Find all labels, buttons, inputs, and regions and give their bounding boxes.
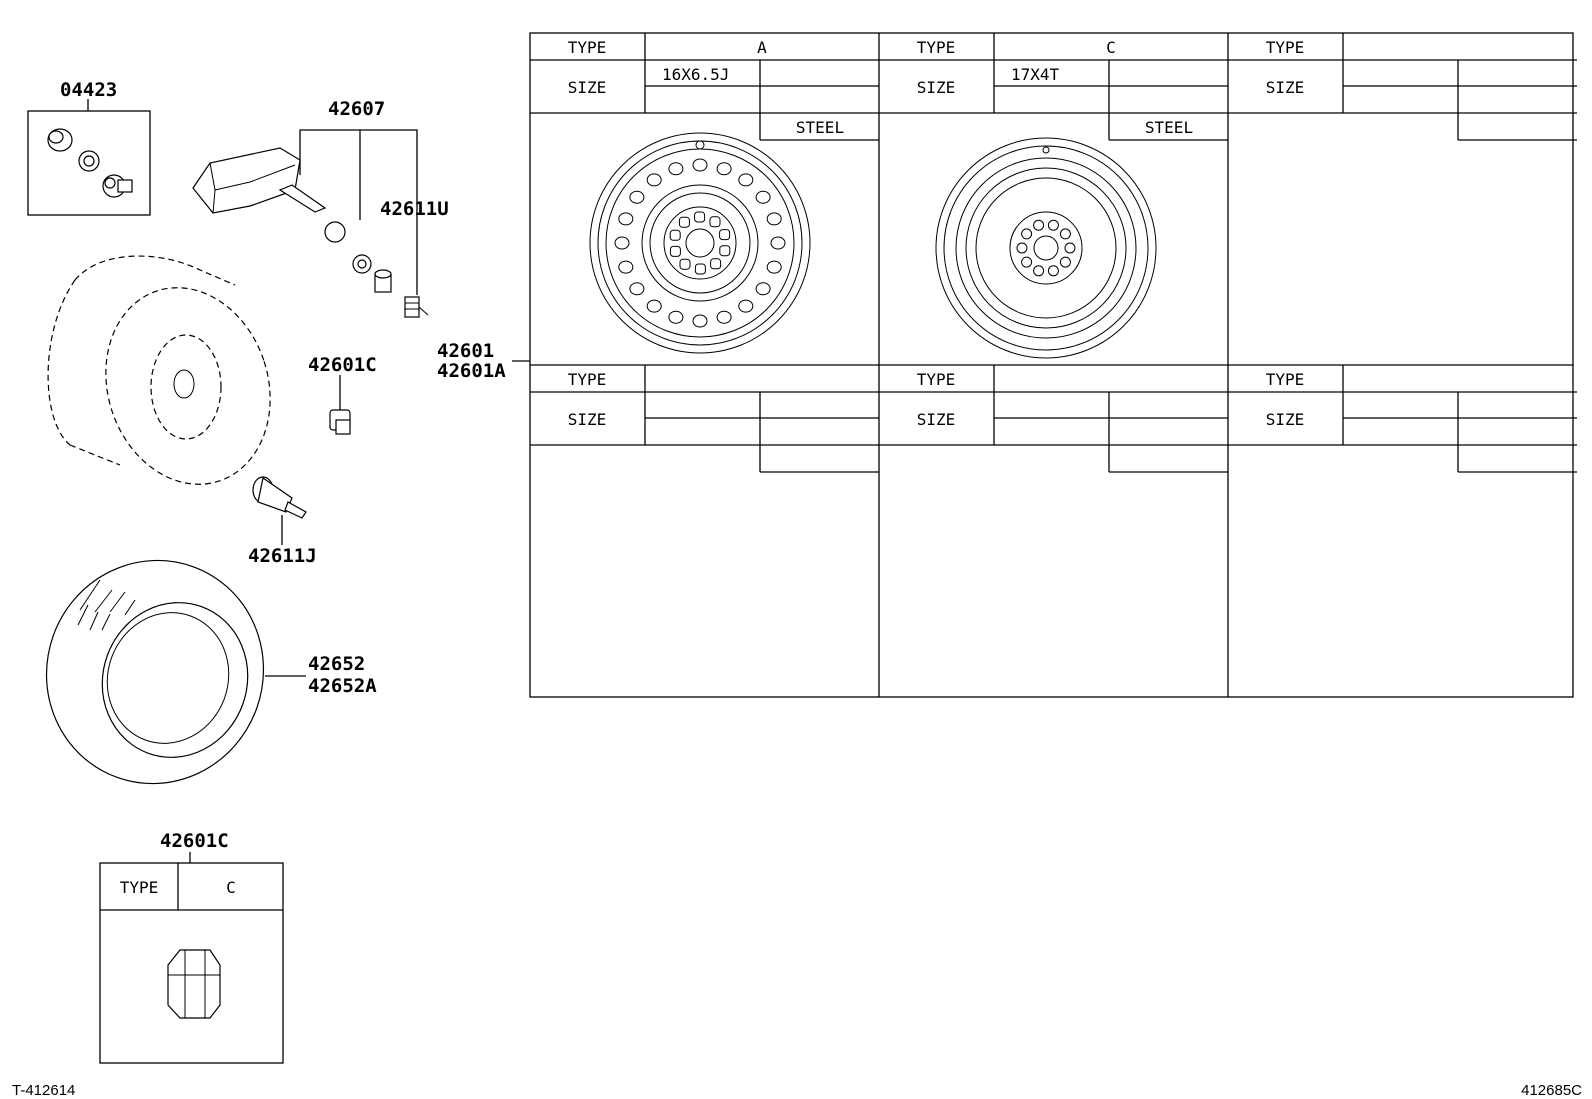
wheel-hub-slot (1021, 256, 1033, 268)
wheel-vent-hole (692, 314, 708, 328)
panel-type-label: TYPE (1266, 370, 1305, 389)
wheel-panel-6: TYPE SIZE (1228, 365, 1577, 473)
wheel-panel-2: TYPE SIZE C 17X4T STEEL (879, 33, 1228, 141)
valve-nut-icon (102, 174, 133, 198)
valve-cap-icon (47, 128, 73, 152)
wheel-hub-slot (1059, 256, 1071, 268)
wheel-outline-icon (47, 255, 271, 485)
wheel-vent-hole (618, 212, 634, 226)
panel-size-label: SIZE (568, 410, 607, 429)
wheel-vent-hole (738, 173, 754, 187)
wheel-vent-hole (755, 282, 771, 296)
wheel-vent-hole (618, 260, 634, 274)
wheel-panel-1: TYPE SIZE A 16X6.5J STEEL (530, 33, 879, 141)
panel-type-value: A (757, 38, 767, 57)
wheel-hub-slot (1033, 219, 1045, 231)
wheel-vent-hole (692, 158, 708, 172)
cap-kit-box (27, 110, 151, 216)
panel-type-label: TYPE (917, 370, 956, 389)
panel-size-label: SIZE (1266, 410, 1305, 429)
sensor-nut-icon (352, 254, 372, 274)
wheel-hub-slot (669, 245, 681, 257)
panel-size-label: SIZE (917, 78, 956, 97)
panel-material-value: STEEL (1145, 118, 1193, 137)
wheel-hub-slot (719, 229, 731, 241)
wheel-hub-slot (694, 263, 706, 275)
wheel-hub-slot (1047, 265, 1059, 277)
panel-material-value: STEEL (796, 118, 844, 137)
wheel-hub-slot (1021, 228, 1033, 240)
wheel-vent-hole (646, 299, 662, 313)
spare-wheel-c-icon (935, 137, 1157, 359)
wheel-hub-slot (1033, 265, 1045, 277)
wheel-hub-slot (719, 245, 731, 257)
part-number-42611J[interactable]: 42611J (248, 545, 317, 567)
wheel-hub-slot (709, 216, 721, 228)
wheel-cap-icon (329, 409, 351, 435)
nut-type-value: C (226, 878, 236, 897)
wheel-vent-hole (766, 260, 782, 274)
part-number-42652[interactable]: 42652 (308, 653, 365, 675)
part-number-42601C-nut[interactable]: 42601C (160, 830, 229, 852)
part-number-42601C-valve[interactable]: 42601C (308, 354, 377, 376)
valve-washer-icon (78, 150, 100, 172)
part-number-42652A[interactable]: 42652A (308, 675, 377, 697)
panel-size-label: SIZE (568, 78, 607, 97)
panel-size-value: 17X4T (1011, 65, 1060, 84)
wheel-vent-hole (668, 310, 684, 324)
wheel-vent-hole (629, 190, 645, 204)
footer-right-ref: 412685C (1521, 1082, 1582, 1099)
tire-icon (45, 559, 265, 785)
wheel-hub-slot (669, 229, 681, 241)
wheel-hub-slot (710, 258, 722, 270)
wheel-vent-hole (646, 173, 662, 187)
part-number-04423[interactable]: 04423 (60, 79, 117, 101)
panel-type-label: TYPE (917, 38, 956, 57)
wheel-vent-hole (668, 162, 684, 176)
wheel-vent-hole (770, 236, 786, 250)
wheel-vent-hole (755, 190, 771, 204)
panel-size-value: 16X6.5J (662, 65, 729, 84)
part-number-42611U[interactable]: 42611U (380, 198, 449, 220)
panel-type-label: TYPE (568, 370, 607, 389)
valve-stem-icon (252, 476, 307, 519)
nut-type-label: TYPE (120, 878, 159, 897)
wheel-panel-5: TYPE SIZE (879, 365, 1228, 473)
wheel-vent-hole (614, 236, 630, 250)
panel-size-label: SIZE (1266, 78, 1305, 97)
part-number-42601[interactable]: 42601 (437, 340, 494, 362)
wheel-vent-hole (716, 310, 732, 324)
wheel-vent-hole (629, 282, 645, 296)
wheel-hub-slot (679, 258, 691, 270)
wheel-hub-slot (1064, 242, 1076, 254)
footer-left-ref: T-412614 (12, 1082, 75, 1099)
wheel-panel-3: TYPE SIZE (1228, 33, 1577, 141)
wheel-vent-hole (738, 299, 754, 313)
steel-wheel-a-icon (589, 132, 811, 354)
wheel-hub-slot (1047, 219, 1059, 231)
wheel-hub-slot (678, 216, 690, 228)
panel-type-label: TYPE (1266, 38, 1305, 57)
panel-size-label: SIZE (917, 410, 956, 429)
lug-nut-icon (167, 949, 221, 1019)
wheel-hub-slot (1059, 228, 1071, 240)
wheel-hub-slot (694, 211, 706, 223)
panel-type-value: C (1106, 38, 1116, 57)
wheel-vent-hole (716, 162, 732, 176)
valve-core-icon (404, 296, 429, 318)
part-number-42601A[interactable]: 42601A (437, 360, 506, 382)
tpms-sensor-icon (192, 147, 346, 243)
wheel-hub-slot (1016, 242, 1028, 254)
panel-type-label: TYPE (568, 38, 607, 57)
sensor-seal-icon (374, 269, 392, 293)
nut-spec-table (99, 862, 284, 1064)
wheel-panel-4: TYPE SIZE (530, 365, 879, 473)
part-number-42607[interactable]: 42607 (328, 98, 385, 120)
wheel-vent-hole (766, 212, 782, 226)
wheel-spec-table (529, 32, 1574, 698)
